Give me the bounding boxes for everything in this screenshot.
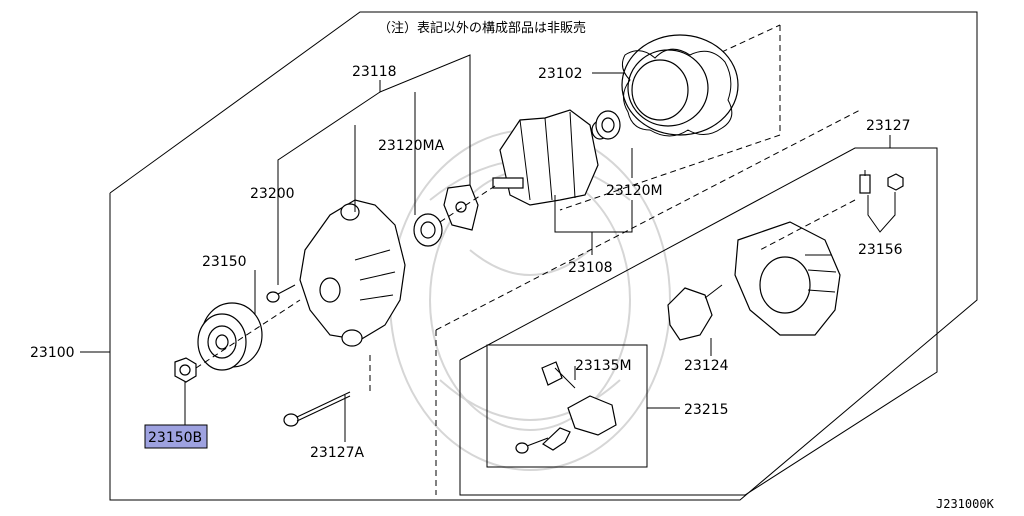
label-23127a[interactable]: 23127A [310, 445, 365, 461]
label-23118[interactable]: 23118 [352, 64, 397, 80]
regulator-box [486, 344, 648, 468]
leader-lines [80, 54, 896, 442]
stator [621, 34, 739, 137]
label-23100[interactable]: 23100 [30, 345, 75, 361]
label-23120ma[interactable]: 23120MA [378, 138, 445, 154]
regulator [515, 395, 617, 454]
label-23127[interactable]: 23127 [866, 118, 911, 134]
label-23120m[interactable]: 23120M [606, 183, 663, 199]
terminal [859, 170, 904, 194]
diagram-code: J231000K [936, 497, 995, 511]
front-bearing [413, 213, 443, 247]
rotor [492, 109, 609, 206]
through-bolt [283, 391, 351, 427]
bracket-screw [266, 284, 296, 303]
label-23150[interactable]: 23150 [202, 254, 247, 270]
label-23102[interactable]: 23102 [538, 66, 583, 82]
rear-cover [734, 221, 841, 336]
rear-group-box [459, 147, 938, 496]
label-23135m[interactable]: 23135M [575, 358, 632, 374]
label-23150b[interactable]: 23150B [148, 430, 202, 446]
pulley-nut [174, 357, 197, 383]
label-23156[interactable]: 23156 [858, 242, 903, 258]
front-bracket [299, 199, 406, 347]
label-23124[interactable]: 23124 [684, 358, 729, 374]
pulley [197, 302, 263, 371]
highlight-23150b[interactable] [144, 424, 208, 449]
rear-bearing [595, 110, 621, 140]
rectifier [667, 284, 723, 341]
outer-frame [109, 11, 978, 501]
axis-lines [195, 185, 856, 392]
brush-holder [541, 361, 576, 389]
note-text: （注）表記以外の構成部品は非販売 [378, 20, 586, 36]
label-23215[interactable]: 23215 [684, 402, 729, 418]
label-23200[interactable]: 23200 [250, 186, 295, 202]
label-23108[interactable]: 23108 [568, 260, 613, 276]
